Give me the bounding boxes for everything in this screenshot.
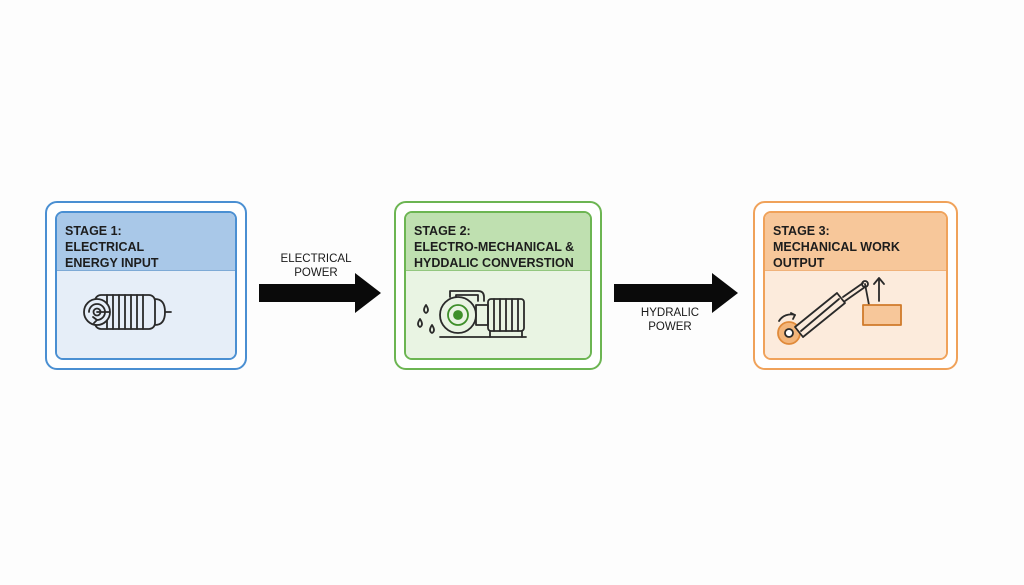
arrow-1-label-line2: POWER — [294, 267, 338, 279]
stage-1-panel: STAGE 1: ELECTRICAL ENERGY INPUT — [55, 211, 237, 360]
arrow-1-label-line1: ELECTRICAL — [280, 253, 352, 265]
stage-2-title-line1: STAGE 2: — [414, 224, 471, 238]
stage-1-body — [57, 271, 235, 358]
arrow-2-label-line1: HYDRALIC — [640, 307, 700, 319]
hydraulic-pump-icon — [417, 290, 527, 338]
electric-motor-icon — [83, 294, 172, 330]
stage-3-title-line1: STAGE 3: — [773, 224, 830, 238]
right-arrow-icon — [259, 273, 381, 313]
stage-2-title-line2: ELECTRO-MECHANICAL & — [414, 240, 575, 254]
hydraulic-cylinder-load-icon — [777, 277, 902, 345]
stage-3-header: STAGE 3: MECHANICAL WORK OUTPUT — [765, 213, 946, 271]
stage-2-panel: STAGE 2: ELECTRO-MECHANICAL & HYDDALIC C… — [404, 211, 592, 360]
stage-1-box: STAGE 1: ELECTRICAL ENERGY INPUT — [45, 201, 247, 370]
stage-2-title-line3: HYDDALIC CONVERSTION — [414, 256, 574, 270]
arrow-1-label: ELECTRICAL POWER — [270, 252, 362, 280]
stage-1-header: STAGE 1: ELECTRICAL ENERGY INPUT — [57, 213, 235, 271]
stage-3-panel: STAGE 3: MECHANICAL WORK OUTPUT — [763, 211, 948, 360]
stage-3-title-line3: OUTPUT — [773, 256, 825, 270]
stage-1-title-line3: ENERGY INPUT — [65, 256, 159, 270]
stage-2-box: STAGE 2: ELECTRO-MECHANICAL & HYDDALIC C… — [394, 201, 602, 370]
stage-3-body — [765, 271, 946, 358]
right-arrow-icon — [614, 273, 738, 313]
arrow-2-label: HYDRALIC POWER — [628, 306, 712, 334]
stage-1-title-line2: ELECTRICAL — [65, 240, 145, 254]
stage-2-header: STAGE 2: ELECTRO-MECHANICAL & HYDDALIC C… — [406, 213, 590, 271]
arrow-2-label-line2: POWER — [648, 321, 692, 333]
stage-1-title-line1: STAGE 1: — [65, 224, 122, 238]
stage-3-box: STAGE 3: MECHANICAL WORK OUTPUT — [753, 201, 958, 370]
stage-3-title-line2: MECHANICAL WORK — [773, 240, 900, 254]
stage-2-body — [406, 271, 590, 358]
